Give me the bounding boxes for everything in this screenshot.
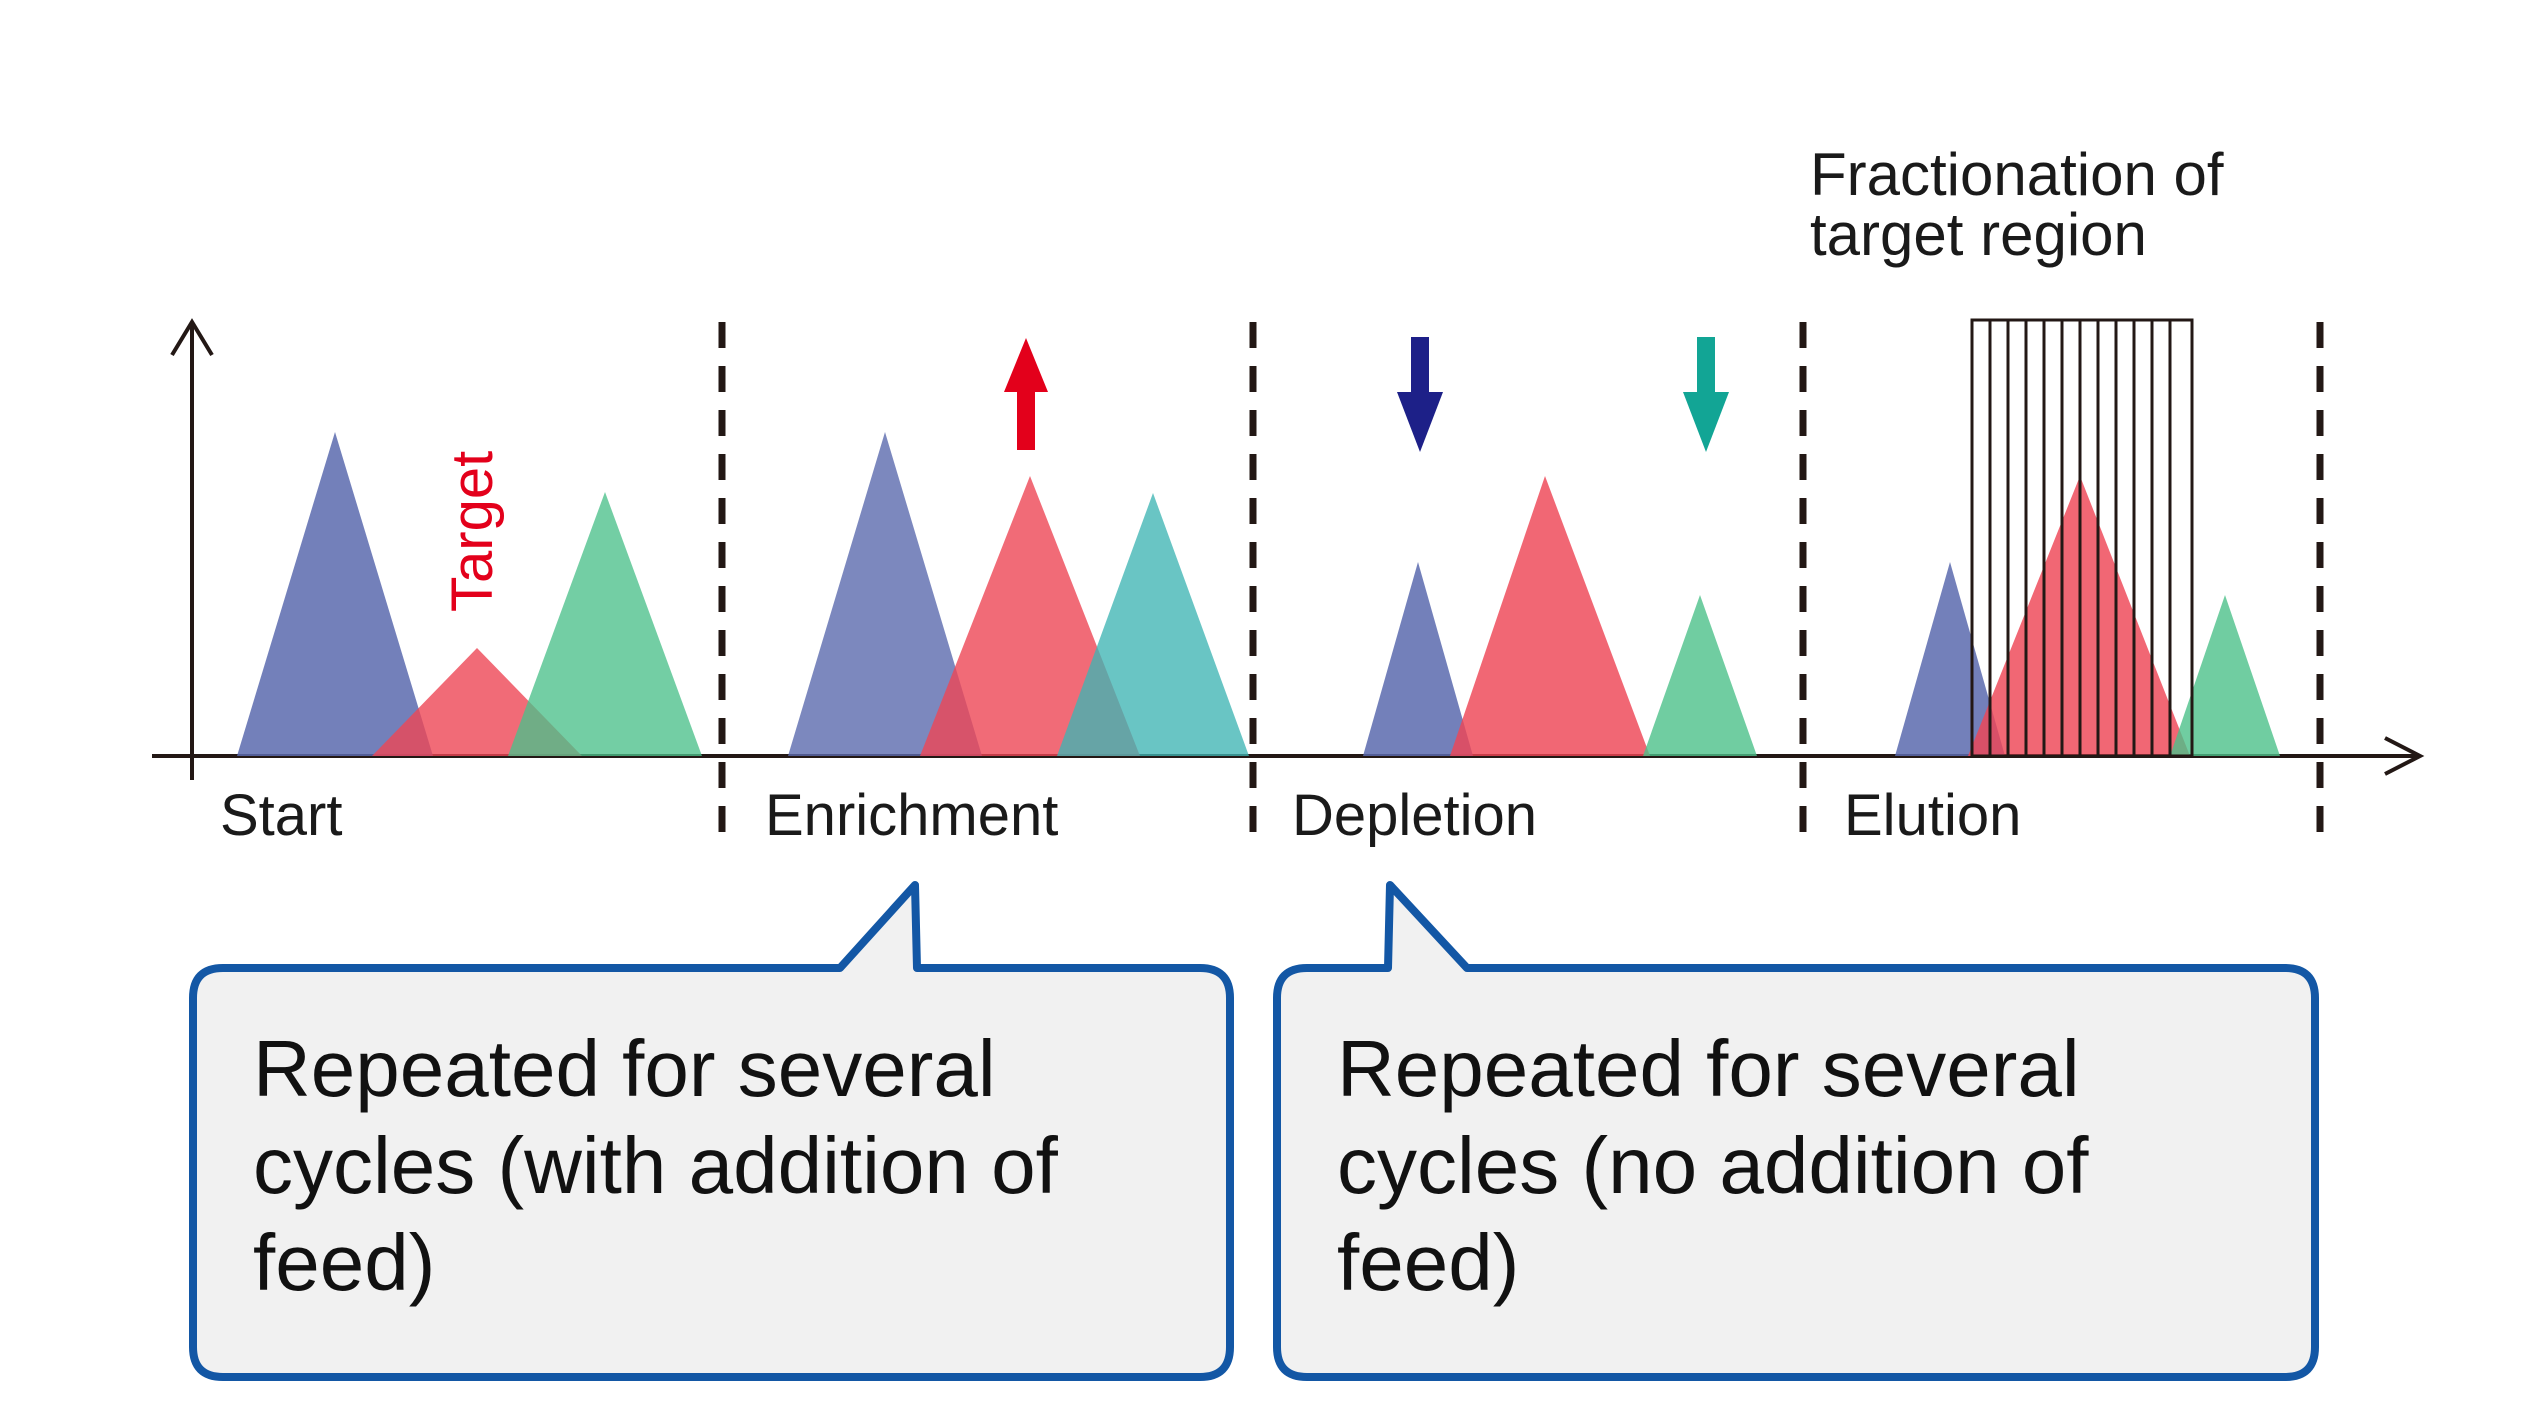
start-peaks [237,432,702,756]
depletion-peak-component-3 [1643,595,1757,756]
elution-peak-component-3 [2170,595,2280,756]
stage-label-start: Start [220,783,343,848]
elution-peaks [1895,476,2280,756]
enrichment-peak-component-3 [1057,493,1249,756]
y-axis-arrowhead [170,318,214,357]
x-axis-arrowhead [2384,736,2425,776]
depletion-callout-line-2: cycles (no addition of [1337,1121,2089,1210]
depletion-peaks [1363,476,1757,756]
stage-dividers [718,322,2324,850]
start-peak-component-3 [508,492,702,756]
depletion-peak-target [1450,476,1650,756]
enrichment-peaks [788,432,1249,756]
stage-label-depletion: Depletion [1292,783,1537,848]
target-label: Target [440,451,505,612]
enrichment-callout-line-2: cycles (with addition of [253,1121,1059,1210]
stage-label-enrichment: Enrichment [765,783,1058,848]
down-arrow-icon [1397,337,1443,452]
start-peak-component-1 [237,432,433,756]
depletion-callout-line-1: Repeated for several [1337,1024,2080,1113]
down-arrow-icon [1683,337,1729,452]
enrichment-callout: Repeated for several cycles (with additi… [189,881,1234,1381]
enrichment-peak-component-1 [788,432,982,756]
enrichment-callout-line-1: Repeated for several [253,1024,996,1113]
fractionation-grid [1970,318,2194,758]
stage-label-elution: Elution [1844,783,2021,848]
depletion-callout-line-3: feed) [1337,1218,1519,1307]
enrichment-callout-bubble [189,881,1234,1381]
depletion-peak-component-1 [1363,562,1473,756]
depletion-callout-bubble [1273,881,2319,1381]
enrichment-callout-line-3: feed) [253,1218,435,1307]
elution-peak-component-1 [1895,562,2005,756]
up-arrow-icon [1004,338,1048,450]
fractionation-label-line-2: target region [1810,201,2147,268]
fractionation-label-line-1: Fractionation of [1810,141,2224,208]
fractionation-frame [1970,318,2194,758]
depletion-callout: Repeated for several cycles (no addition… [1273,881,2319,1381]
